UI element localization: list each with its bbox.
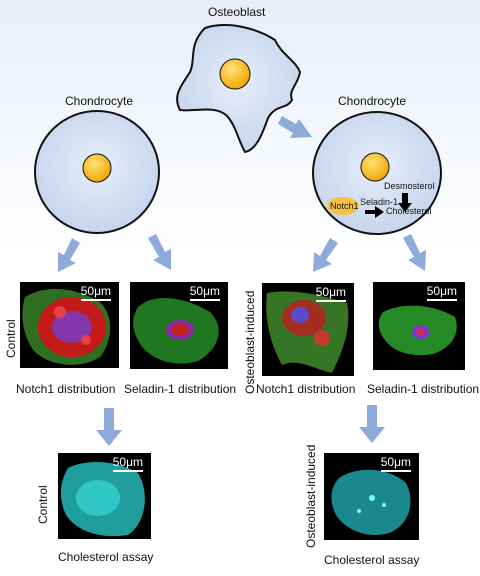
row-label-control: Control bbox=[4, 319, 18, 358]
caption-seladin-right: Seladin-1 distribution bbox=[367, 382, 480, 396]
micrograph-image bbox=[133, 297, 219, 364]
caption-cholesterol-left: Cholesterol assay bbox=[58, 550, 154, 564]
micrograph-induced-notch1: 50μm bbox=[262, 283, 354, 376]
micrograph-control-seladin: 50μm bbox=[130, 282, 228, 369]
left-arrow-1 bbox=[58, 238, 80, 272]
right-arrow-2 bbox=[403, 234, 426, 271]
chondrocyte-right-label: Chondrocyte bbox=[338, 94, 407, 108]
cholesterol-label: Cholesterol bbox=[386, 206, 432, 216]
desmosterol-down-arrow bbox=[398, 193, 412, 212]
micrograph-image bbox=[331, 469, 411, 535]
scale-bar: 50μm bbox=[315, 285, 346, 302]
scale-bar: 50μm bbox=[426, 284, 457, 301]
right-arrow-1 bbox=[313, 238, 338, 272]
osteoblast-label: Osteoblast bbox=[208, 5, 266, 19]
chondrocyte-left-nucleus bbox=[82, 153, 112, 183]
row-label-induced: Osteoblast-induced bbox=[243, 290, 257, 394]
micrograph-induced-cholesterol: 50μm bbox=[324, 453, 419, 540]
notch1-blob bbox=[327, 197, 359, 215]
scale-bar: 50μm bbox=[80, 284, 111, 301]
osteoblast-nucleus bbox=[219, 58, 251, 90]
left-down-arrow bbox=[96, 408, 122, 446]
micrograph-image bbox=[266, 291, 349, 373]
caption-notch1-right: Notch1 distribution bbox=[256, 382, 356, 396]
caption-notch1-left: Notch1 distribution bbox=[16, 382, 116, 396]
scale-bar: 50μm bbox=[380, 455, 411, 472]
seladin-label: Seladin-1 bbox=[360, 197, 399, 207]
caption-cholesterol-right: Cholesterol assay bbox=[324, 553, 420, 567]
left-arrow-2 bbox=[148, 234, 171, 270]
cholesterol-label-control: Control bbox=[36, 485, 50, 524]
chondrocyte-right-nucleus bbox=[360, 152, 390, 182]
scale-bar: 50μm bbox=[112, 455, 143, 472]
desmosterol-label: Desmosterol bbox=[384, 181, 435, 191]
seladin-right-arrow bbox=[365, 206, 384, 218]
osteoblast-to-chondrocyte-arrow bbox=[278, 116, 312, 138]
caption-seladin-left: Seladin-1 distribution bbox=[124, 382, 237, 396]
micrograph-induced-seladin: 50μm bbox=[373, 282, 465, 370]
right-down-arrow bbox=[359, 405, 385, 443]
scale-bar: 50μm bbox=[189, 284, 220, 301]
micrograph-image bbox=[378, 305, 457, 356]
chondrocyte-left-label: Chondrocyte bbox=[65, 94, 134, 108]
notch1-label: Notch1 bbox=[330, 201, 359, 211]
cholesterol-label-induced: Osteoblast-induced bbox=[304, 444, 318, 548]
micrograph-control-notch1: 50μm bbox=[20, 282, 119, 368]
micrograph-image bbox=[22, 288, 111, 365]
micrograph-image bbox=[60, 461, 145, 537]
micrograph-control-cholesterol: 50μm bbox=[58, 453, 151, 539]
